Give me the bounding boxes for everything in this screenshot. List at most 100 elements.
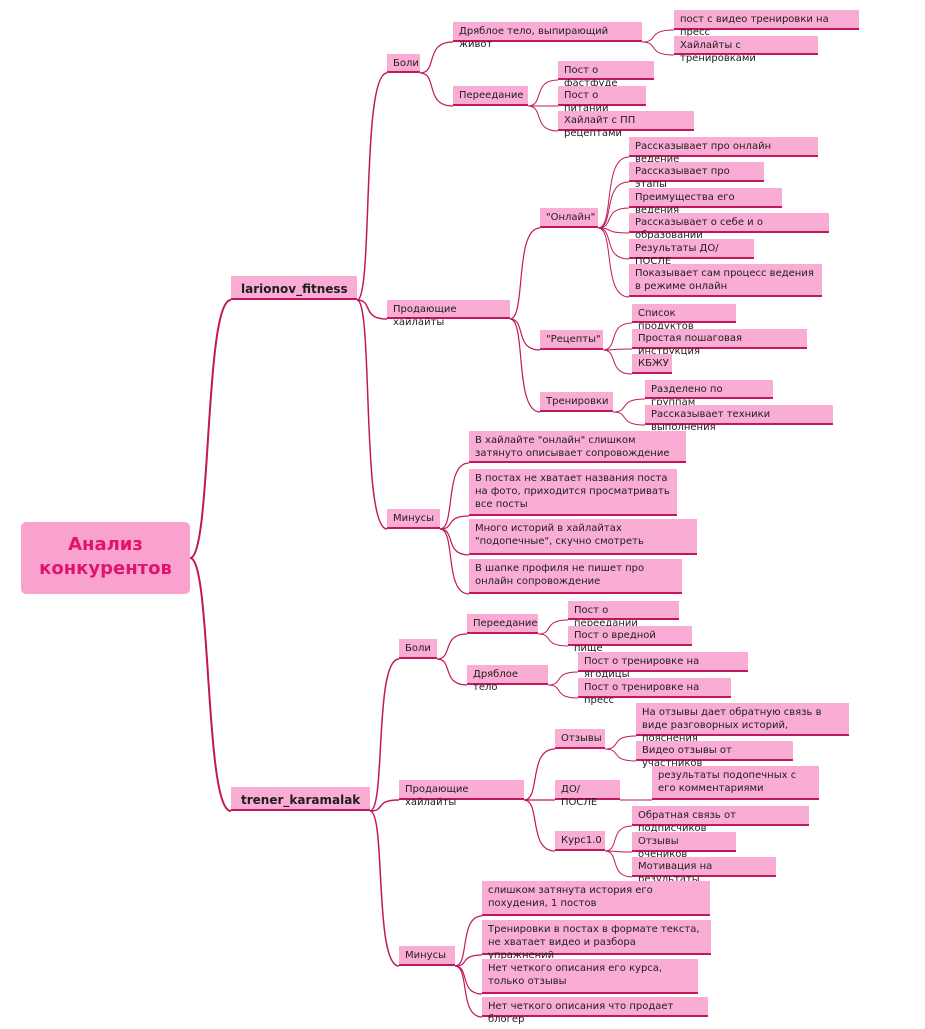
connector: [641, 41, 675, 56]
group-node[interactable]: Продающие хайлайты: [387, 300, 510, 328]
connector: [597, 181, 630, 229]
leaf-node[interactable]: Рассказывает техники выполнения: [645, 405, 833, 433]
topic-node[interactable]: Тренировки: [540, 392, 613, 412]
topic-node-label: Много историй в хайлайтах "подопечные", …: [475, 523, 644, 547]
topic-node[interactable]: ДО/ПОСЛЕ: [555, 780, 620, 808]
topic-node[interactable]: "Рецепты": [540, 330, 603, 350]
leaf-node[interactable]: Пост о вредной пище: [568, 626, 692, 654]
leaf-node[interactable]: Пост о фастфуде: [558, 61, 654, 89]
connector: [439, 462, 470, 530]
group-node[interactable]: Боли: [399, 639, 437, 659]
topic-node-label: Нет четкого описания что продает блогер: [488, 1001, 674, 1025]
topic-node-label: Переедание: [473, 618, 538, 629]
topic-node[interactable]: Отзывы: [555, 729, 605, 749]
branch-larionov_fitness[interactable]: larionov_fitness: [231, 276, 357, 300]
leaf-node[interactable]: Рассказывает про онлайн ведение: [629, 137, 818, 165]
topic-node[interactable]: Переедание: [453, 86, 528, 106]
leaf-node[interactable]: Мотивация на результаты: [632, 857, 776, 885]
leaf-node[interactable]: Показывает сам процесс ведения в режиме …: [629, 264, 822, 297]
leaf-node[interactable]: Рассказывает про этапы: [629, 162, 764, 190]
leaf-node[interactable]: Пост о переедании: [568, 601, 679, 629]
connector: [369, 658, 400, 812]
leaf-node[interactable]: пост с видео тренировки на пресс: [674, 10, 859, 38]
leaf-node[interactable]: Хайлайт с ПП рецептами: [558, 111, 694, 139]
branch-trener_karamalak-label: trener_karamalak: [241, 793, 361, 807]
topic-node-label: Дряблое тело: [473, 669, 519, 693]
group-node-label: Боли: [393, 58, 419, 69]
leaf-node[interactable]: На отзывы дает обратную связь в виде раз…: [636, 703, 849, 744]
topic-node[interactable]: Нет четкого описания его курса, только о…: [482, 959, 698, 994]
topic-node-label: Отзывы: [561, 733, 602, 744]
connector: [369, 810, 400, 967]
leaf-node[interactable]: Результаты ДО/ПОСЛЕ: [629, 239, 754, 267]
topic-node[interactable]: Дряблое тело, выпирающий живот: [453, 22, 642, 50]
topic-node-label: слишком затянута история его похудения, …: [488, 885, 653, 909]
leaf-node-label: Результаты ДО/ПОСЛЕ: [635, 243, 719, 267]
leaf-node-label: Пост о питании: [564, 90, 609, 114]
leaf-node-label: Преимущества его ведения: [635, 192, 735, 216]
branch-trener_karamalak[interactable]: trener_karamalak: [231, 787, 370, 811]
topic-node[interactable]: Нет четкого описания что продает блогер: [482, 997, 708, 1025]
topic-node[interactable]: Дряблое тело: [467, 665, 548, 693]
connector: [369, 799, 400, 812]
leaf-node-label: Отзывы очеников: [638, 836, 688, 860]
leaf-node[interactable]: Рассказывает о себе и о образовании: [629, 213, 829, 241]
topic-node[interactable]: Много историй в хайлайтах "подопечные", …: [469, 519, 697, 555]
leaf-node[interactable]: Видео отзывы от участников: [636, 741, 793, 769]
topic-node[interactable]: Курс1.0: [555, 831, 605, 851]
topic-node-label: Курс1.0: [561, 835, 602, 846]
leaf-node[interactable]: Пост о питании: [558, 86, 646, 114]
leaf-node-label: Пост о тренировке на ягодицы: [584, 656, 700, 680]
topic-node[interactable]: Переедание: [467, 614, 538, 634]
connector: [356, 72, 388, 301]
group-node[interactable]: Продающие хайлайты: [399, 780, 524, 808]
leaf-node[interactable]: Преимущества его ведения: [629, 188, 782, 216]
leaf-node[interactable]: Отзывы очеников: [632, 832, 736, 860]
leaf-node-label: Рассказывает техники выполнения: [651, 409, 771, 433]
connector: [454, 965, 483, 995]
connector: [356, 299, 388, 530]
leaf-node-label: Видео отзывы от участников: [642, 745, 732, 769]
leaf-node[interactable]: результаты подопечных с его комментариям…: [652, 766, 819, 800]
topic-node-label: "Рецепты": [546, 334, 601, 345]
leaf-node-label: Мотивация на результаты: [638, 861, 713, 885]
connector: [509, 318, 541, 351]
group-node-label: Продающие хайлайты: [405, 784, 469, 808]
leaf-node-label: Рассказывает про этапы: [635, 166, 730, 190]
topic-node[interactable]: "Онлайн": [540, 208, 598, 228]
leaf-node-label: Пост о вредной пище: [574, 630, 656, 654]
leaf-node[interactable]: Пост о тренировке на пресс: [578, 678, 731, 706]
connector: [439, 528, 470, 556]
connector: [537, 619, 569, 635]
topic-node[interactable]: Тренировки в постах в формате текста, не…: [482, 920, 711, 961]
group-node[interactable]: Минусы: [399, 946, 455, 966]
topic-node-label: Нет четкого описания его курса, только о…: [488, 963, 663, 987]
leaf-node-label: Рассказывает о себе и о образовании: [635, 217, 763, 241]
connector: [454, 965, 483, 1018]
topic-node-label: Тренировки в постах в формате текста, не…: [488, 924, 700, 961]
leaf-node[interactable]: КБЖУ: [632, 354, 672, 374]
connector: [419, 72, 454, 107]
leaf-node[interactable]: Хайлайты с тренировками: [674, 36, 818, 64]
leaf-node[interactable]: Список продуктов: [632, 304, 736, 332]
group-node[interactable]: Боли: [387, 54, 420, 73]
root-node[interactable]: Анализ конкурентов: [21, 522, 190, 594]
group-node-label: Минусы: [393, 513, 434, 524]
leaf-node-label: Список продуктов: [638, 308, 694, 332]
topic-node[interactable]: слишком затянута история его похудения, …: [482, 881, 710, 916]
topic-node[interactable]: В шапке профиля не пишет про онлайн сопр…: [469, 559, 682, 594]
topic-node[interactable]: В постах не хватает названия поста на фо…: [469, 469, 677, 516]
connector: [604, 735, 637, 750]
leaf-node[interactable]: Простая пошаговая инструкция: [632, 329, 807, 357]
group-node-label: Минусы: [405, 950, 446, 961]
leaf-node[interactable]: Обратная связь от подписчиков: [632, 806, 809, 834]
leaf-node[interactable]: Пост о тренировке на ягодицы: [578, 652, 748, 680]
connector: [509, 227, 541, 320]
leaf-node-label: Обратная связь от подписчиков: [638, 810, 736, 834]
group-node[interactable]: Минусы: [387, 509, 440, 529]
leaf-node-label: Хайлайт с ПП рецептами: [564, 115, 636, 139]
topic-node[interactable]: В хайлайте "онлайн" слишком затянуто опи…: [469, 431, 686, 463]
leaf-node[interactable]: Разделено по группам: [645, 380, 773, 408]
connector: [356, 299, 388, 320]
